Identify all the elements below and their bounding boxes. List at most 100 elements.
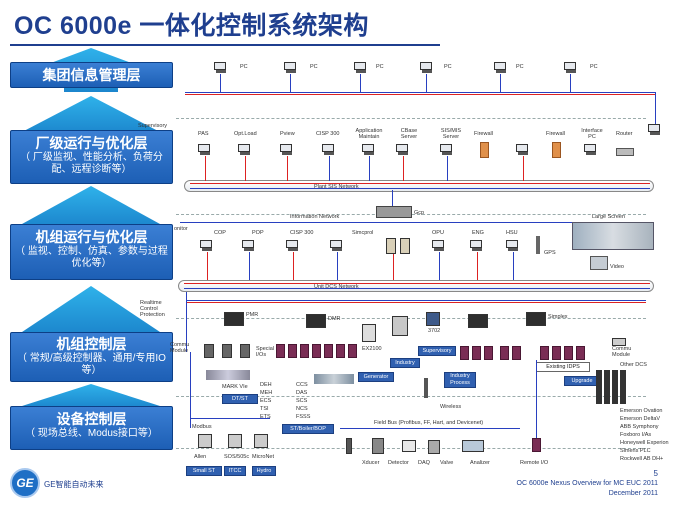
node-label: Firewall xyxy=(474,131,493,137)
io-rack xyxy=(512,346,521,360)
page-title: OC 6000e 一体化控制系统架构 xyxy=(14,12,369,40)
drop-line xyxy=(447,156,448,181)
separator xyxy=(176,396,646,397)
vendor-label: SOS/505c xyxy=(224,454,250,460)
cat-right: NCS xyxy=(296,406,308,412)
drop-line xyxy=(426,74,427,92)
bus-red-line xyxy=(184,283,650,284)
vendor-device-icon xyxy=(228,434,242,448)
pc-icon xyxy=(198,144,211,155)
pc-icon xyxy=(284,62,297,73)
drop-line xyxy=(290,74,291,92)
pc-icon xyxy=(494,62,507,73)
dcs-cabinet-icon xyxy=(596,370,602,404)
ge-logo: GE xyxy=(10,468,40,498)
industry-tag: Industry xyxy=(390,358,420,368)
drop-line xyxy=(293,252,294,280)
field-device-icon xyxy=(428,440,440,454)
unit-node-label: POP xyxy=(252,230,264,236)
third-party-item: ABB Symphony xyxy=(620,424,659,430)
pc-icon xyxy=(432,240,445,251)
generator-tag: Generator xyxy=(358,372,394,382)
unit-node-label: COP xyxy=(214,230,226,236)
unit-dcs-network-bus xyxy=(178,280,654,292)
layer-arrows xyxy=(22,48,160,408)
dcs-cabinet-icon xyxy=(620,370,626,404)
vendor-tag: Hydro xyxy=(252,466,276,476)
io-rack xyxy=(276,344,285,358)
n3702-label: 3702 xyxy=(428,328,441,334)
cat-left: TSI xyxy=(260,406,269,412)
cat-right: DAS xyxy=(296,390,308,396)
drop-line xyxy=(523,156,524,181)
pc-icon xyxy=(396,144,409,155)
io-network-line xyxy=(186,300,646,301)
drop-line xyxy=(220,74,221,92)
drop-line xyxy=(205,156,206,181)
drop-line xyxy=(513,252,514,280)
large-screen-label: Large Screen xyxy=(592,214,626,220)
unit-node-label: OPU xyxy=(432,230,444,236)
vendor-label: Allen xyxy=(194,454,207,460)
field-device-label: DAQ xyxy=(418,460,430,466)
pc-label: PC xyxy=(444,64,452,70)
node-label: Pview xyxy=(280,131,295,137)
large-screen-icon xyxy=(572,222,654,250)
plc-icon xyxy=(392,316,408,336)
monitor-device-icon xyxy=(426,312,440,326)
layer-unit-control: 机组控制层 （ 常规/高级控制器、通用/专用IO等） xyxy=(10,332,173,382)
io-rack xyxy=(324,344,333,358)
field-device-icon xyxy=(372,438,384,454)
mark-vie-label: MARK VIe xyxy=(222,384,248,390)
drop-line xyxy=(393,254,394,280)
upgrade-tag: Upgrade xyxy=(564,376,600,386)
bus-red-line xyxy=(190,183,650,184)
drop-line xyxy=(337,252,338,280)
layer-name: 集团信息管理层 xyxy=(42,67,141,83)
realtime-label: Realtime Control Protection xyxy=(140,300,165,318)
up-arrow-5 xyxy=(22,384,160,408)
pc-label: PC xyxy=(376,64,384,70)
pc-icon xyxy=(516,144,529,155)
layer-name: 厂级运行与优化层 xyxy=(35,135,148,151)
pc-icon xyxy=(214,62,227,73)
drop-line xyxy=(403,156,404,181)
page-number: 5 xyxy=(653,469,658,478)
link-line xyxy=(190,352,191,428)
node-label: CISP 300 xyxy=(316,131,340,137)
unit-dcs-network-label: Unit DCS Network xyxy=(314,284,359,290)
pmr-label: PMR xyxy=(246,312,259,318)
cat-left: ECS xyxy=(260,398,272,404)
layer-desc: （ 现场总线、Modus接口等） xyxy=(25,428,158,439)
dtst-tag: DT/ST xyxy=(222,394,258,404)
pc-icon xyxy=(362,144,375,155)
layer-desc: （ 常规/高级控制器、通用/专用IO等） xyxy=(17,353,166,376)
link-line xyxy=(536,360,537,438)
pc-icon xyxy=(322,144,335,155)
plant-sis-network-label: Plant SIS Network xyxy=(314,184,359,190)
vendor-tag: Small ST xyxy=(186,466,222,476)
firewall-icon xyxy=(480,142,489,158)
field-device-label: Analizer xyxy=(470,460,490,466)
drop-line xyxy=(207,252,208,280)
io-rack xyxy=(288,344,297,358)
third-party-item: Rockwell AB DH+ xyxy=(620,456,664,462)
router-icon xyxy=(616,148,634,156)
gps-label: GPS xyxy=(544,250,556,256)
pc-label: PC xyxy=(516,64,524,70)
information-network-label: Information Network xyxy=(290,214,340,220)
title-underline xyxy=(10,44,440,46)
plant-sis-network-bus xyxy=(184,180,654,192)
vendor-tag: ITCC xyxy=(224,466,246,476)
layer-plant-operation: 厂级运行与优化层 （ 厂级监视、性能分析、负荷分配、远程诊断等） xyxy=(10,130,173,184)
excitation-cabinet-icon xyxy=(362,324,376,342)
field-bus-label: Field Bus (Profibus, FF, Hart, and Devic… xyxy=(374,420,484,426)
remote-io-label: Remote I/O xyxy=(520,460,549,466)
wireless-antenna-icon xyxy=(424,378,428,398)
field-device-icon xyxy=(462,440,484,452)
bus-blue-line xyxy=(184,288,650,289)
cat-left: ETS xyxy=(260,414,271,420)
io-rack xyxy=(460,346,469,360)
controller-icon xyxy=(224,312,244,326)
cat-left: DEH xyxy=(260,382,272,388)
